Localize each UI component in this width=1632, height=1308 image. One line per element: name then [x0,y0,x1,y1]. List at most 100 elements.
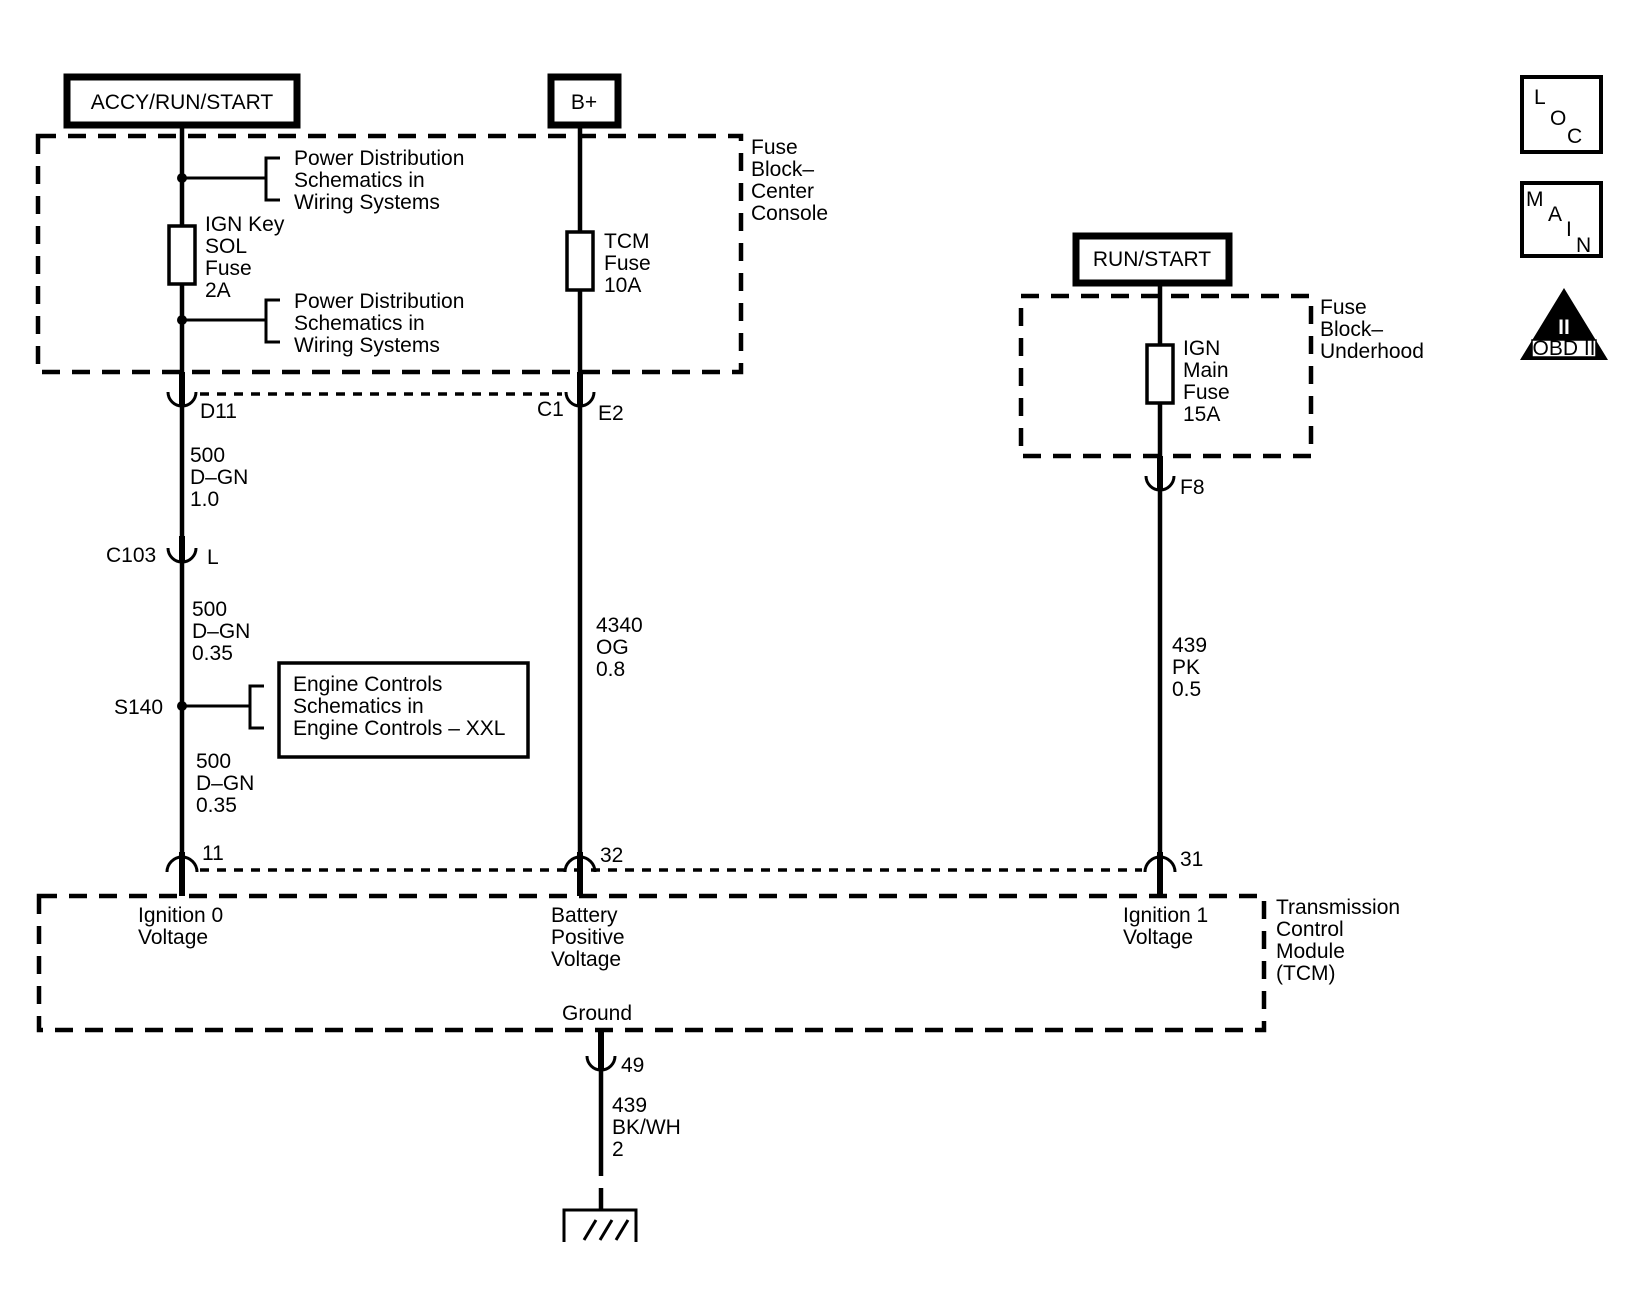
obd-ii-icon[interactable]: II OBD II [1520,288,1608,360]
svg-text:C: C [1567,125,1582,148]
engine-controls-ref-box: Engine Controls Schematics in Engine Con… [277,661,530,759]
tcm-pin-11: 11 [165,842,224,873]
svg-text:500: 500 [190,444,225,467]
wire-439-bkwh-2: 439 BK/WH 2 [612,1094,681,1161]
svg-text:C1: C1 [537,398,564,421]
svg-text:A: A [1548,203,1562,226]
svg-text:0.35: 0.35 [192,642,233,665]
tcm-label: Transmission Control Module (TCM) [1276,896,1400,985]
connector-c103: C103 L [106,544,219,569]
svg-text:Control: Control [1276,918,1344,941]
svg-text:0.35: 0.35 [196,794,237,817]
svg-text:Main: Main [1183,359,1229,382]
svg-text:OBD II: OBD II [1532,337,1595,360]
svg-text:Voltage: Voltage [138,926,208,949]
svg-text:2: 2 [612,1138,624,1161]
svg-text:Fuse: Fuse [604,252,651,275]
svg-text:439: 439 [1172,634,1207,657]
svg-text:Transmission: Transmission [1276,896,1400,919]
svg-text:32: 32 [600,844,623,867]
svg-text:10A: 10A [604,274,641,297]
svg-text:E2: E2 [598,402,624,425]
svg-text:Fuse: Fuse [751,136,798,159]
tcm-ignition-1-voltage: Ignition 1 Voltage [1123,904,1208,949]
svg-text:D–GN: D–GN [192,620,250,643]
tcm-pin-49: 49 [585,1054,644,1077]
tcm-fuse-label: TCM Fuse 10A [604,230,651,297]
svg-text:2A: 2A [205,279,231,302]
svg-text:IGN: IGN [1183,337,1220,360]
svg-text:PK: PK [1172,656,1200,679]
svg-text:IGN Key: IGN Key [205,213,285,236]
svg-text:Center: Center [751,180,814,203]
svg-text:RUN/START: RUN/START [1093,248,1211,271]
svg-text:Positive: Positive [551,926,625,949]
wire-439-pk-0-5: 439 PK 0.5 [1172,634,1207,701]
tcm-fuse-symbol [565,230,595,292]
svg-text:49: 49 [621,1054,644,1077]
svg-text:Ignition 0: Ignition 0 [138,904,223,927]
svg-text:Engine Controls: Engine Controls [293,673,442,696]
svg-text:Schematics in: Schematics in [294,312,425,335]
svg-text:Block–: Block– [751,158,814,181]
svg-text:Power Distribution: Power Distribution [294,290,464,313]
svg-text:Voltage: Voltage [551,948,621,971]
svg-text:D–GN: D–GN [190,466,248,489]
svg-text:Module: Module [1276,940,1345,963]
tcm-ignition-0-voltage: Ignition 0 Voltage [138,904,223,949]
svg-text:Wiring Systems: Wiring Systems [294,334,440,357]
wire-500-dgn-0-35-upper: 500 D–GN 0.35 [192,598,250,665]
svg-text:Wiring Systems: Wiring Systems [294,191,440,214]
tcm-pin-32: 32 [563,844,623,873]
fuse-block-underhood-boundary [1018,293,1314,459]
splice-s140: S140 [114,696,187,719]
loc-icon[interactable]: L O C [1520,75,1603,154]
svg-text:Console: Console [751,202,828,225]
fuse-block-center-label: Fuse Block– Center Console [751,136,828,225]
svg-text:S140: S140 [114,696,163,719]
power-distribution-ref-top: Power Distribution Schematics in Wiring … [177,147,464,214]
svg-text:Schematics in: Schematics in [293,695,424,718]
svg-text:SOL: SOL [205,235,247,258]
chassis-ground-icon [562,1208,638,1242]
svg-text:4340: 4340 [596,614,643,637]
svg-text:0.8: 0.8 [596,658,625,681]
fuse-block-center-boundary [35,133,744,375]
svg-text:Underhood: Underhood [1320,340,1424,363]
svg-text:31: 31 [1180,848,1203,871]
svg-text:C103: C103 [106,544,156,567]
svg-text:500: 500 [192,598,227,621]
fuse-block-underhood-label: Fuse Block– Underhood [1320,296,1424,363]
svg-text:Power Distribution: Power Distribution [294,147,464,170]
svg-text:439: 439 [612,1094,647,1117]
svg-text:N: N [1576,234,1591,257]
svg-text:O: O [1550,107,1566,130]
connector-d11: D11 [166,391,237,423]
power-distribution-ref-bottom: Power Distribution Schematics in Wiring … [177,290,464,357]
run-start-source: RUN/START [1072,232,1233,287]
ign-main-fuse-label: IGN Main Fuse 15A [1183,337,1230,426]
svg-text:1.0: 1.0 [190,488,219,511]
svg-text:BK/WH: BK/WH [612,1116,681,1139]
wire-4340-og-0-8: 4340 OG 0.8 [596,614,643,681]
svg-text:I: I [1566,218,1572,241]
svg-text:TCM: TCM [604,230,650,253]
svg-text:Fuse: Fuse [1320,296,1367,319]
wire-500-dgn-1-0: 500 D–GN 1.0 [190,444,248,511]
wire-500-dgn-0-35-lower: 500 D–GN 0.35 [196,750,254,817]
svg-text:II: II [1558,316,1570,339]
svg-text:11: 11 [202,842,224,865]
svg-text:M: M [1526,188,1544,211]
svg-text:0.5: 0.5 [1172,678,1201,701]
accy-run-start-source: ACCY/RUN/START [63,73,301,129]
svg-text:Voltage: Voltage [1123,926,1193,949]
svg-text:ACCY/RUN/START: ACCY/RUN/START [91,91,274,114]
svg-text:Schematics in: Schematics in [294,169,425,192]
tcm-boundary [36,893,1267,1033]
tcm-ground-label: Ground [562,1002,632,1025]
main-icon[interactable]: M A I N [1520,181,1603,258]
ign-main-fuse-symbol [1145,343,1175,405]
svg-text:OG: OG [596,636,629,659]
svg-text:B+: B+ [571,91,597,114]
